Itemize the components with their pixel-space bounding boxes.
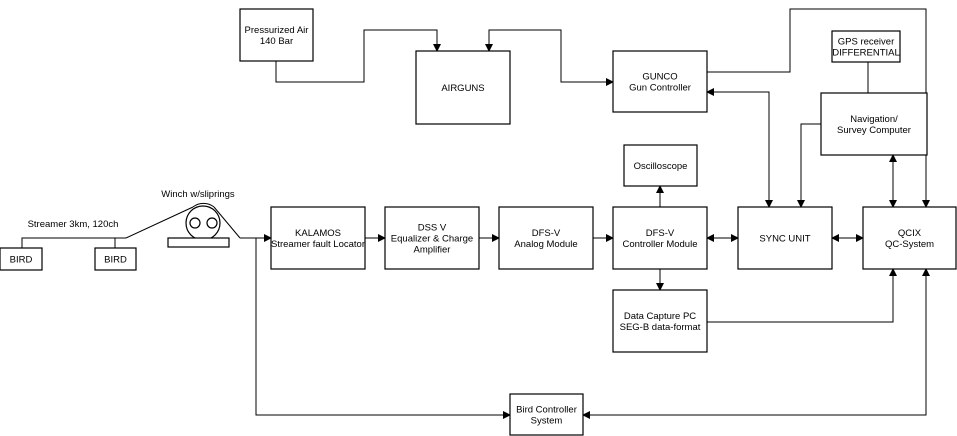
box-label: Gun Controller xyxy=(629,83,691,94)
gunco-to-qcix-line xyxy=(707,8,930,208)
box-outline xyxy=(612,289,708,353)
box-label: Bird Controller xyxy=(516,405,577,416)
streamer-label: Streamer 3km, 120ch xyxy=(28,219,119,230)
box-label: DFS-V xyxy=(646,228,675,239)
airguns-box: AIRGUNS xyxy=(415,50,511,125)
box-outline xyxy=(820,92,928,156)
navigation-box: Navigation/Survey Computer xyxy=(820,92,928,156)
box-outline xyxy=(384,206,480,270)
streamer-cable xyxy=(21,206,194,248)
box-outline xyxy=(94,247,137,271)
box-label: Navigation/ xyxy=(850,114,898,125)
oscilloscope-box: Oscilloscope xyxy=(623,144,698,187)
box-label: GPS receiver xyxy=(838,37,895,48)
box-outline xyxy=(415,50,511,125)
winch-label: Winch w/sliprings xyxy=(161,189,235,200)
box-label: Pressurized Air xyxy=(245,25,309,36)
sync-box: SYNC UNIT xyxy=(737,206,833,270)
box-outline xyxy=(831,30,901,63)
box-label: AIRGUNS xyxy=(441,83,484,94)
nav-to-sync-line xyxy=(797,123,821,208)
gunco-airguns-line xyxy=(485,29,614,86)
connectors xyxy=(21,8,930,419)
winch-icon xyxy=(167,202,230,248)
box-label: Equalizer & Charge xyxy=(391,234,473,245)
box-outline xyxy=(498,206,594,270)
datacapture-qcix-line xyxy=(707,268,897,323)
bird-controller-qcix-line xyxy=(582,268,930,419)
box-outline xyxy=(612,206,708,270)
bird2-box: BIRD xyxy=(94,247,137,271)
box-outline xyxy=(737,206,833,270)
streamer-to-birdcontroller-line xyxy=(255,238,511,419)
box-label: DFS-V xyxy=(532,228,561,239)
box-label: DSS V xyxy=(418,223,447,234)
sync-gunco-line xyxy=(706,88,773,208)
winch-cable-out xyxy=(213,206,241,239)
box-label: QCIX xyxy=(898,228,922,239)
box-outline xyxy=(612,50,708,113)
bird1-box: BIRD xyxy=(0,247,43,271)
box-label: 140 Bar xyxy=(260,36,293,47)
box-outline xyxy=(239,8,314,62)
box-label: Oscilloscope xyxy=(634,161,688,172)
box-outline xyxy=(0,247,43,271)
box-outline xyxy=(509,393,584,436)
box-outline xyxy=(270,206,366,270)
box-label: Survey Computer xyxy=(837,125,911,136)
box-label: GUNCO xyxy=(642,72,677,83)
box-label: Data Capture PC xyxy=(624,311,696,322)
box-label: Analog Module xyxy=(514,239,577,250)
box-outline xyxy=(862,206,957,270)
box-label: DIFFERENTIAL xyxy=(832,48,900,59)
box-label: SYNC UNIT xyxy=(759,234,810,245)
box-label: SEG-B data-format xyxy=(620,322,701,333)
box-label: QC-System xyxy=(885,239,934,250)
box-label: KALAMOS xyxy=(295,228,341,239)
box-label: Amplifier xyxy=(414,245,451,256)
air-to-airguns-line xyxy=(275,29,441,83)
box-label: Controller Module xyxy=(623,239,698,250)
box-label: BIRD xyxy=(10,255,33,266)
box-outline xyxy=(623,144,698,187)
box-label: BIRD xyxy=(104,255,127,266)
box-label: System xyxy=(531,416,563,427)
box-label: Streamer fault Locator xyxy=(271,239,365,250)
